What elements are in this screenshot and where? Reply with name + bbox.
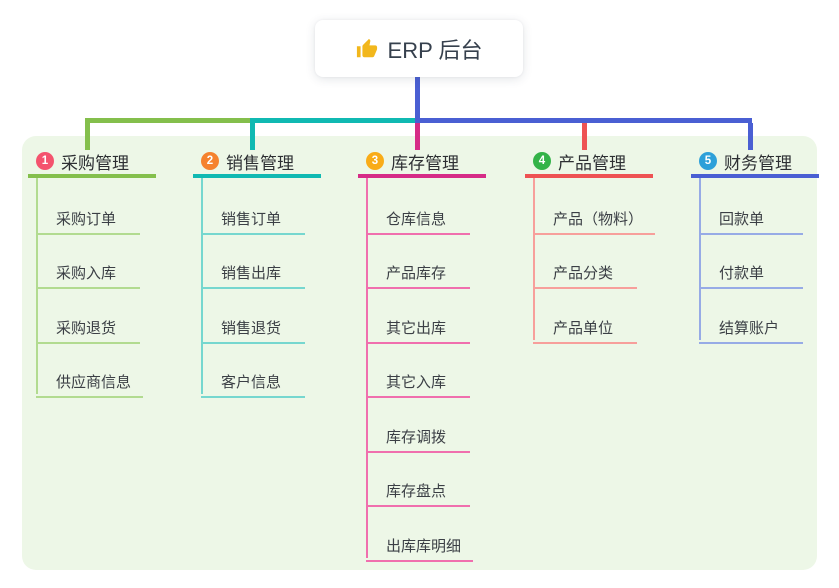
child-rail-purchase [36,178,38,394]
child-node[interactable]: 回款单 [699,203,803,235]
branch-number-badge: 5 [699,152,717,170]
child-rail-product [533,178,535,340]
root-node-label: ERP 后台 [387,37,483,63]
child-node[interactable]: 销售出库 [201,257,305,289]
branch-label: 产品管理 [558,153,626,173]
branch-node-inventory[interactable]: 3 库存管理 [358,148,486,178]
child-node[interactable]: 销售退货 [201,312,305,344]
branch-underline [28,174,156,178]
branch-node-sales[interactable]: 2 销售管理 [193,148,321,178]
root-node[interactable]: ERP 后台 [315,20,523,77]
branch-number-badge: 2 [201,152,219,170]
child-node[interactable]: 客户信息 [201,366,305,398]
branch-drop-line-purchase [85,123,90,150]
child-node[interactable]: 产品分类 [533,257,637,289]
child-node[interactable]: 其它入库 [366,366,470,398]
child-node[interactable]: 其它出库 [366,312,470,344]
branch-node-finance[interactable]: 5 财务管理 [691,148,819,178]
thumbs-up-icon [356,38,377,57]
child-node[interactable]: 产品库存 [366,257,470,289]
child-rail-inventory [366,178,368,558]
branch-number-badge: 1 [36,152,54,170]
branch-label: 库存管理 [391,153,459,173]
branch-drop-line-inventory [415,123,420,150]
mindmap-background-panel [22,136,817,570]
child-node[interactable]: 产品单位 [533,312,637,344]
child-rail-finance [699,178,701,340]
branch-node-product[interactable]: 4 产品管理 [525,148,653,178]
bus-line-purchase [85,118,253,123]
child-node[interactable]: 采购订单 [36,203,140,235]
child-node[interactable]: 销售订单 [201,203,305,235]
branch-label: 财务管理 [724,153,792,173]
branch-drop-line-finance [748,123,753,150]
branch-number-badge: 3 [366,152,384,170]
child-node[interactable]: 库存调拨 [366,421,470,453]
child-node[interactable]: 结算账户 [699,312,803,344]
child-node[interactable]: 出库库明细 [366,530,474,562]
branch-underline [525,174,653,178]
branch-node-purchase[interactable]: 1 采购管理 [28,148,156,178]
child-node[interactable]: 库存盘点 [366,475,470,507]
branch-drop-line-product [582,123,587,150]
child-node[interactable]: 产品（物料） [533,203,656,235]
bus-line-right [415,118,752,123]
branch-label: 采购管理 [61,153,129,173]
child-node[interactable]: 付款单 [699,257,803,289]
child-node[interactable]: 仓库信息 [366,203,470,235]
child-rail-sales [201,178,203,394]
branch-underline [193,174,321,178]
branch-drop-line-sales [250,123,255,150]
branch-label: 销售管理 [226,153,294,173]
child-node[interactable]: 供应商信息 [36,366,144,398]
root-connector-line [415,76,420,120]
child-node[interactable]: 采购退货 [36,312,140,344]
child-node[interactable]: 采购入库 [36,257,140,289]
bus-line-sales [250,118,418,123]
branch-number-badge: 4 [533,152,551,170]
branch-underline [691,174,819,178]
branch-underline [358,174,486,178]
